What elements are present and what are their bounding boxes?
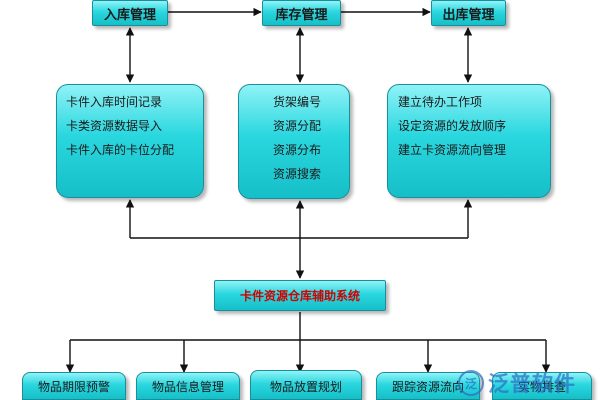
inventory-item: 货架编号 (273, 95, 322, 109)
watermark-logo-glyph: 泛 (464, 376, 477, 391)
central-system-label: 卡件资源仓库辅助系统 (239, 289, 360, 303)
outbound-management-box: 出库管理 (431, 0, 506, 26)
bottom-function-label: 物品信息管理 (151, 380, 224, 394)
inventory-item: 资源分配 (273, 119, 322, 133)
outbound-details-box: 建立待办工作项 设定资源的发放顺序 建立卡资源流向管理 (387, 84, 551, 198)
watermark: 泛 泛普软件 (458, 366, 600, 400)
bottom-function-box: 物品信息管理 (136, 372, 240, 400)
inbound-item: 卡件入库的卡位分配 (66, 143, 175, 157)
watermark-text: 泛普软件 (488, 372, 576, 396)
inbound-details-box: 卡件入库时间记录 卡类资源数据导入 卡件入库的卡位分配 (56, 84, 204, 198)
inventory-details-box: 货架编号 资源分配 资源分布 资源搜索 (238, 84, 350, 199)
bottom-function-label: 跟踪资源流向 (391, 380, 464, 394)
watermark-logo-icon: 泛 (458, 370, 484, 396)
bottom-function-label: 物品放置规划 (269, 380, 342, 394)
inventory-item: 资源搜索 (273, 167, 322, 181)
outbound-item: 设定资源的发放顺序 (398, 119, 507, 133)
inventory-management-box: 库存管理 (262, 0, 341, 26)
outbound-item: 建立待办工作项 (398, 95, 483, 109)
bottom-function-label: 物品期限预警 (37, 380, 110, 394)
bottom-function-label: 实物排查 (517, 380, 566, 394)
central-system-box: 卡件资源仓库辅助系统 (214, 280, 386, 311)
outbound-item: 建立卡资源流向管理 (398, 143, 507, 157)
inventory-management-label: 库存管理 (275, 7, 328, 23)
inbound-item: 卡类资源数据导入 (66, 119, 163, 133)
inbound-management-label: 入库管理 (103, 7, 156, 23)
inbound-item: 卡件入库时间记录 (66, 95, 163, 109)
inbound-management-box: 入库管理 (92, 0, 168, 26)
bottom-function-box: 实物排查 (492, 372, 592, 400)
bottom-function-box: 物品放置规划 (250, 370, 362, 400)
bottom-function-box: 物品期限预警 (22, 372, 126, 400)
inventory-item: 资源分布 (273, 143, 322, 157)
outbound-management-label: 出库管理 (442, 7, 495, 23)
